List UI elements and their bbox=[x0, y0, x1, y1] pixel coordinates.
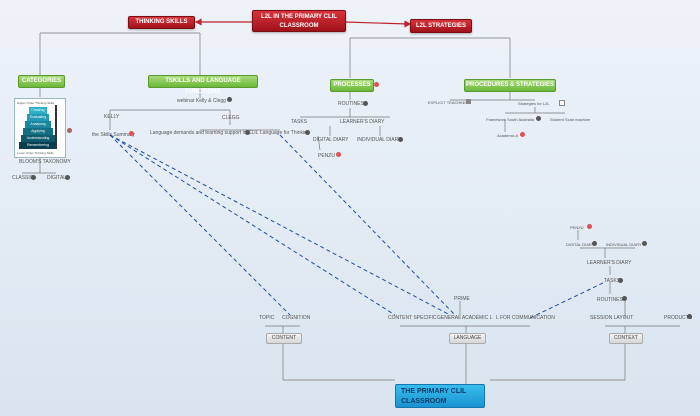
penzu2-label[interactable]: PENZU bbox=[570, 225, 584, 230]
blooms-label: BLOOM'S TAXONOMY bbox=[19, 159, 71, 165]
language-node[interactable]: LANGUAGE bbox=[449, 333, 486, 344]
pyramid-level: Analysing bbox=[25, 121, 51, 128]
thinking-skills-node[interactable]: THINKING SKILLS bbox=[128, 16, 195, 29]
products-icon bbox=[687, 314, 692, 319]
teacher-made-label[interactable]: Student Scan machine bbox=[550, 117, 591, 122]
academic-label[interactable]: Academic A bbox=[497, 133, 519, 138]
blooms-pyramid-image[interactable]: Higher Order Thinking Skills Creating Ev… bbox=[14, 98, 66, 158]
penzu-icon bbox=[336, 152, 341, 157]
tskills-node[interactable]: TSKILLS AND LANGUAGE FUNCTIONS bbox=[148, 75, 258, 95]
routines-label[interactable]: ROUTINES bbox=[338, 101, 364, 107]
l2l-strategies-node[interactable]: L2L STRATEGIES bbox=[410, 19, 472, 33]
language-thinking-label[interactable]: Language for Thinking bbox=[260, 130, 310, 136]
digital-diary-label[interactable]: DIGITAL DIARY bbox=[313, 137, 349, 143]
strategies-icon bbox=[559, 100, 565, 106]
routines2-label[interactable]: ROUTINES bbox=[597, 297, 623, 303]
learners-diary-label[interactable]: LEARNER'S DIARY bbox=[340, 119, 385, 125]
routines-icon bbox=[363, 101, 368, 106]
blooms-icon bbox=[67, 128, 72, 133]
strategies-l2l-label[interactable]: Strategies for L2L bbox=[518, 101, 550, 106]
pyramid-level: Applying bbox=[23, 128, 53, 135]
processes-icon bbox=[374, 82, 379, 87]
classic-label[interactable]: CLASSIC bbox=[12, 175, 34, 181]
summary-icon bbox=[129, 131, 134, 136]
individual-diary-icon bbox=[398, 137, 403, 142]
pyramid-arrow bbox=[55, 105, 57, 149]
topic-label[interactable]: TOPIC bbox=[259, 315, 275, 321]
academic-icon bbox=[520, 132, 525, 137]
tasks2-label[interactable]: TASKS bbox=[604, 278, 621, 284]
cognition-label[interactable]: COGNITION bbox=[282, 315, 311, 321]
individual-diary-label[interactable]: INDIVIDUAL DIARY bbox=[357, 137, 402, 143]
pyramid-stack: Creating Evaluating Analysing Applying U… bbox=[19, 107, 57, 149]
routines2-icon bbox=[622, 296, 627, 301]
learners-diary2-label[interactable]: LEARNER'S DIARY bbox=[587, 260, 632, 266]
processes-node[interactable]: PROCESSES bbox=[330, 79, 374, 92]
digital-diary2-label[interactable]: DIGITAL DIARY bbox=[566, 242, 595, 247]
pyramid-level: Evaluating bbox=[27, 114, 49, 121]
l-communication-label[interactable]: L FOR COMMUNICATION bbox=[496, 315, 555, 321]
bottom-root-node[interactable]: THE PRIMARY CLIL CLASSROOM bbox=[395, 384, 485, 408]
prime-label[interactable]: PRIME bbox=[454, 296, 470, 302]
pyramid-level: Remembering bbox=[19, 142, 57, 149]
tasks2-icon bbox=[618, 278, 623, 283]
tasks-label[interactable]: TASKS bbox=[291, 119, 308, 125]
general-academic-label[interactable]: GENERAL ACADEMIC L bbox=[437, 315, 493, 321]
digital-icon bbox=[65, 175, 70, 180]
session-layout-label[interactable]: SESSION LAYOUT bbox=[590, 315, 634, 321]
procedures-node[interactable]: PROCEDURES & STRATEGIES bbox=[464, 79, 556, 92]
pyramid-level: Understanding bbox=[21, 135, 55, 142]
individual-diary2-icon bbox=[642, 241, 647, 246]
digital-diary2-icon bbox=[592, 241, 597, 246]
webinar-icon bbox=[227, 97, 232, 102]
language-demands-label[interactable]: Language demands and learning support in… bbox=[150, 130, 259, 136]
explicit-teaching-label[interactable]: EXPLICIT TEACHING bbox=[428, 100, 468, 105]
penzu-label[interactable]: PENZU bbox=[318, 153, 335, 159]
framework-icon bbox=[536, 116, 541, 121]
center-node[interactable]: L2L IN THE PRIMARY CLIL CLASSROOM bbox=[252, 10, 346, 32]
categories-node[interactable]: CATEGORIES bbox=[18, 75, 65, 88]
pyramid-bottom-label: Lower Order Thinking Skills bbox=[17, 151, 54, 155]
digital-label[interactable]: DIGITAL bbox=[47, 175, 67, 181]
pyramid-level: Creating bbox=[29, 107, 47, 114]
webinar-label[interactable]: webinar Kelly & Clegg bbox=[177, 98, 226, 104]
framework-label[interactable]: Framework South Australia bbox=[486, 117, 535, 122]
content-node[interactable]: CONTENT bbox=[266, 333, 302, 344]
context-node[interactable]: CONTEXT bbox=[609, 333, 643, 344]
pyramid-top-label: Higher Order Thinking Skills bbox=[17, 101, 55, 105]
language-thinking-icon bbox=[305, 130, 310, 135]
clegg-label[interactable]: CLEGG bbox=[222, 115, 240, 121]
explicit-icon bbox=[466, 99, 471, 104]
thinking-summary-label[interactable]: the Skills Summary bbox=[92, 132, 135, 138]
penzu2-icon bbox=[587, 224, 592, 229]
products-label[interactable]: PRODUCTS bbox=[664, 315, 693, 321]
individual-diary2-label[interactable]: INDIVIDUAL DIARY bbox=[606, 242, 642, 247]
classic-icon bbox=[31, 175, 36, 180]
kelly-label[interactable]: KELLY bbox=[104, 114, 120, 120]
language-demands-icon bbox=[245, 130, 250, 135]
content-specific-label[interactable]: CONTENT SPECIFIC bbox=[388, 315, 437, 321]
